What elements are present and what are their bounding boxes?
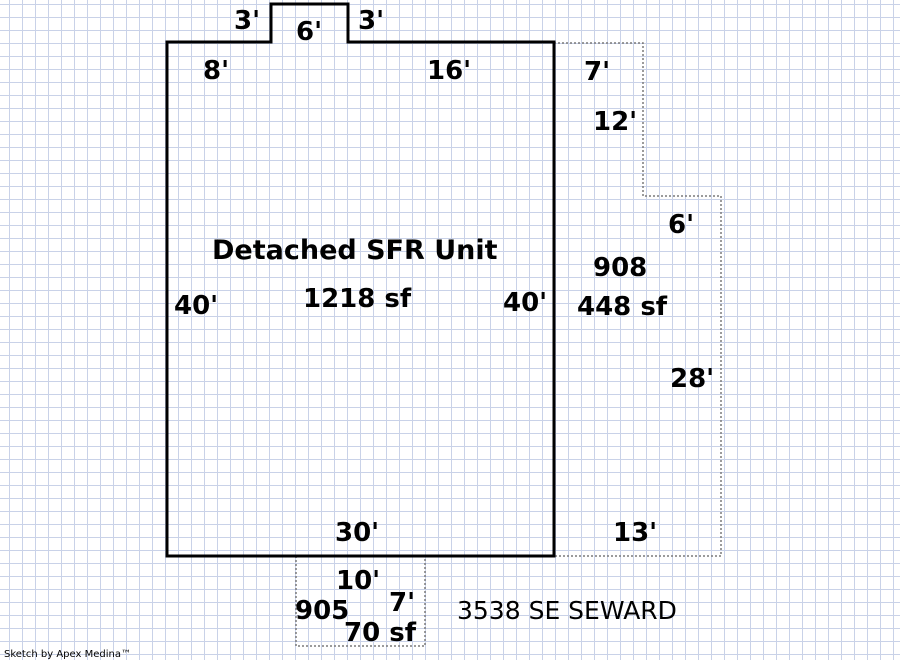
area-905-code: 905 — [295, 596, 349, 626]
dim-bottom: 30' — [335, 518, 379, 548]
dim-908-right: 28' — [670, 364, 714, 394]
dim-908-bottom: 13' — [613, 518, 657, 548]
area-908-code: 908 — [593, 253, 647, 283]
dim-notch-right: 3' — [358, 6, 384, 36]
main-unit-area: 1218 sf — [303, 284, 412, 314]
area-908-area: 448 sf — [577, 292, 668, 322]
sketch-credit: Sketch by Apex Medina™ — [4, 649, 131, 660]
main-unit-title: Detached SFR Unit — [212, 235, 498, 266]
dim-right: 40' — [503, 288, 547, 318]
dim-908-step: 6' — [668, 210, 694, 240]
dim-908-top: 7' — [584, 57, 610, 87]
property-address: 3538 SE SEWARD — [457, 596, 677, 625]
main-unit-outline — [165, 2, 556, 558]
dim-top-right: 16' — [427, 56, 471, 86]
area-905-area: 70 sf — [344, 618, 417, 648]
dim-notch-left: 3' — [234, 6, 260, 36]
dim-905-top: 10' — [336, 566, 380, 596]
area-908-outline — [554, 42, 722, 557]
dim-notch-top: 6' — [296, 17, 322, 47]
dim-908-upper-side: 12' — [593, 107, 637, 137]
dim-905-side: 7' — [389, 588, 415, 618]
dim-top-left: 8' — [203, 56, 229, 86]
dim-left: 40' — [174, 291, 218, 321]
area-905-outline — [295, 556, 426, 647]
